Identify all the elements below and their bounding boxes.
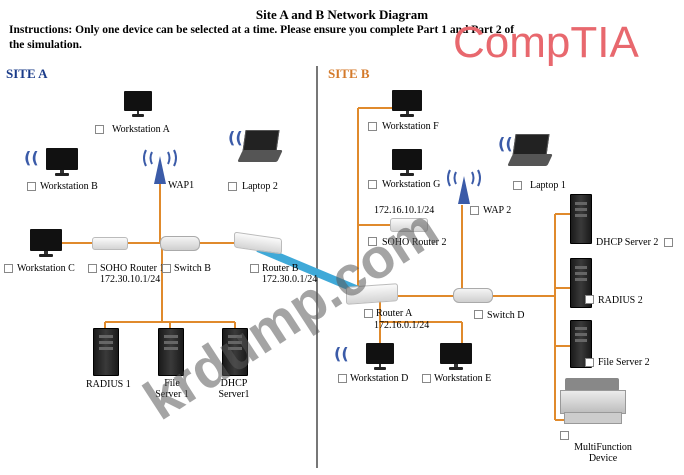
soho-router-2-icon[interactable]	[390, 218, 428, 232]
wifi-signal-icon: ((	[24, 148, 39, 167]
laptop-1-checkbox[interactable]	[513, 181, 522, 190]
workstation-d-checkbox[interactable]	[338, 374, 347, 383]
comptia-logo: CompTIA	[453, 18, 639, 67]
monitor-icon[interactable]	[392, 90, 422, 117]
radius-2-checkbox[interactable]	[585, 295, 594, 304]
laptop-icon[interactable]	[507, 134, 553, 166]
file-server-1-label: File Server 1	[155, 378, 189, 400]
router-b-checkbox[interactable]	[250, 264, 259, 273]
wifi-signal-icon: ((	[334, 344, 349, 363]
printer-icon[interactable]	[560, 378, 626, 424]
router-b-label: Router B	[262, 263, 299, 274]
monitor-icon[interactable]	[440, 343, 472, 370]
workstation-e-label: Workstation E	[434, 373, 492, 384]
workstation-b-checkbox[interactable]	[27, 182, 36, 191]
server-tower-icon[interactable]	[570, 320, 592, 368]
switch-d-checkbox[interactable]	[474, 310, 483, 319]
workstation-b-label: Workstation B	[40, 181, 98, 192]
monitor-icon[interactable]	[392, 149, 422, 176]
workstation-d-label: Workstation D	[350, 373, 409, 384]
site-b-heading: SITE B	[328, 66, 370, 81]
workstation-g-checkbox[interactable]	[368, 180, 377, 189]
workstation-e-checkbox[interactable]	[422, 374, 431, 383]
wan-link	[256, 244, 360, 294]
wap1-label: WAP1	[168, 180, 195, 191]
instructions: Instructions: Only one device can be sel…	[9, 24, 515, 51]
antenna-icon[interactable]	[138, 148, 182, 188]
wap-2-label: WAP 2	[483, 205, 512, 216]
router-a-label: Router A	[376, 308, 413, 319]
monitor-icon[interactable]	[30, 229, 62, 257]
dhcp-server-1-label: DHCP Server1	[218, 378, 250, 400]
wap-2-checkbox[interactable]	[470, 206, 479, 215]
mfd-checkbox[interactable]	[560, 431, 569, 440]
server-tower-icon[interactable]	[222, 328, 248, 376]
soho-router-1-icon[interactable]	[92, 237, 128, 250]
laptop-icon[interactable]	[237, 130, 283, 162]
workstation-a-checkbox[interactable]	[95, 125, 104, 134]
monitor-icon[interactable]	[366, 343, 394, 370]
site-divider	[316, 66, 318, 468]
wifi-signal-icon: ((	[228, 128, 243, 147]
switch-b-label: Switch B	[174, 263, 211, 274]
file-server-2-checkbox[interactable]	[585, 358, 594, 367]
workstation-g-label: Workstation G	[382, 179, 441, 190]
server-tower-icon[interactable]	[570, 194, 592, 244]
site-a-heading: SITE A	[6, 66, 48, 81]
dhcp-server-2-label: DHCP Server 2	[596, 237, 659, 248]
wifi-signal-icon: ((	[498, 134, 513, 153]
file-server-2-label: File Server 2	[598, 357, 650, 368]
server-tower-icon[interactable]	[93, 328, 119, 376]
switch-icon[interactable]	[453, 288, 493, 303]
soho-router-2-label: SOHO Router 2	[382, 237, 447, 248]
mfd-label: MultiFunction Device	[574, 442, 632, 464]
radius-1-label: RADIUS 1	[86, 379, 131, 390]
soho-router-2-ip: 172.16.10.1/24	[374, 205, 435, 216]
monitor-icon[interactable]	[46, 148, 78, 176]
switch-icon[interactable]	[160, 236, 200, 251]
soho-router-1-label: SOHO Router 1	[100, 263, 165, 274]
antenna-icon[interactable]	[442, 168, 486, 208]
radius-2-label: RADIUS 2	[598, 295, 643, 306]
laptop-1-label: Laptop 1	[530, 180, 566, 191]
soho-router-1-checkbox[interactable]	[88, 264, 97, 273]
workstation-f-label: Workstation F	[382, 121, 439, 132]
router-a-checkbox[interactable]	[364, 309, 373, 318]
page-title: Site A and B Network Diagram	[255, 7, 429, 22]
router-a-ip: 172.16.0.1/24	[374, 320, 430, 331]
server-tower-icon[interactable]	[158, 328, 184, 376]
router-b-ip: 172.30.0.1/24	[262, 274, 318, 285]
workstation-c-checkbox[interactable]	[4, 264, 13, 273]
workstation-c-label: Workstation C	[17, 263, 75, 274]
soho-router-2-checkbox[interactable]	[368, 237, 377, 246]
workstation-a-label: Workstation A	[112, 124, 170, 135]
workstation-f-checkbox[interactable]	[368, 122, 377, 131]
laptop-2-label: Laptop 2	[242, 181, 278, 192]
monitor-icon[interactable]	[124, 91, 152, 117]
dhcp-server-2-checkbox[interactable]	[664, 238, 673, 247]
laptop-2-checkbox[interactable]	[228, 182, 237, 191]
switch-b-checkbox[interactable]	[162, 264, 171, 273]
soho-router-1-ip: 172.30.10.1/24	[100, 274, 161, 285]
switch-d-label: Switch D	[487, 310, 525, 321]
